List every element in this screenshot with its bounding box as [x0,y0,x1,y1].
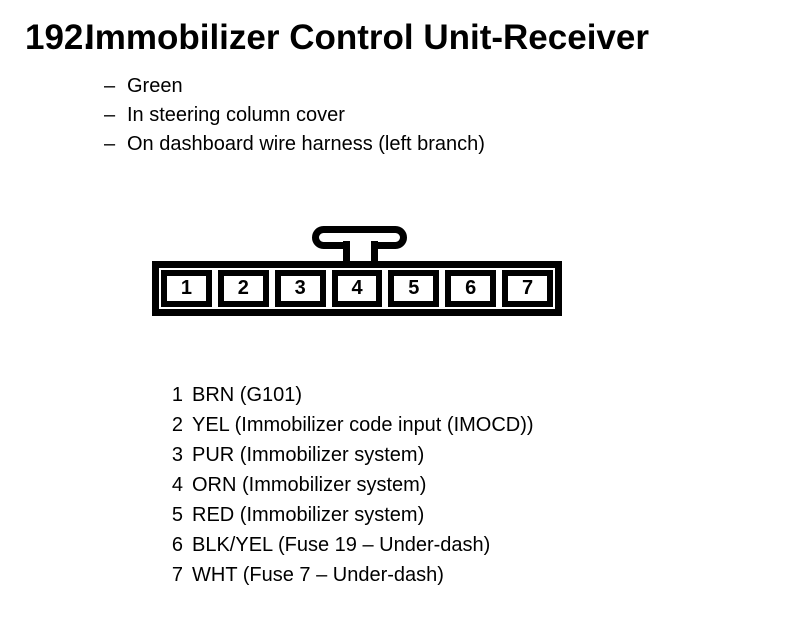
connector-pin-cell: 5 [388,270,440,307]
pin-number: 7 [171,564,183,586]
page-heading: 192. Immobilizer Control Unit-Receiver [25,18,649,58]
pin-description: RED (Immobilizer system) [192,504,425,526]
connector-pin-cell: 7 [502,270,554,307]
pin-description: BRN (G101) [192,384,303,406]
connector-diagram: 1 2 3 4 5 6 7 [140,218,580,323]
pin-description: PUR (Immobilizer system) [192,444,425,466]
pin-number: 5 [171,504,183,526]
connector-pin-cell: 1 [161,270,212,307]
dash-bullet: – [104,133,116,155]
pin-legend-list: 1 BRN (G101) 2 YEL (Immobilizer code inp… [170,380,534,590]
note-line: – In steering column cover [104,101,485,130]
pin-legend-row: 4 ORN (Immobilizer system) [170,470,534,500]
dash-bullet: – [104,75,116,97]
connector-pin-cell: 6 [445,270,497,307]
pin-description: ORN (Immobilizer system) [192,474,427,496]
pin-legend-row: 5 RED (Immobilizer system) [170,500,534,530]
note-text: On dashboard wire harness (left branch) [127,133,485,155]
pin-legend-row: 2 YEL (Immobilizer code input (IMOCD)) [170,410,534,440]
note-text: Green [127,75,183,97]
pin-description: WHT (Fuse 7 – Under-dash) [192,564,444,586]
dash-bullet: – [104,104,116,126]
connector-pin-cell: 4 [331,270,383,307]
pin-description: YEL (Immobilizer code input (IMOCD)) [192,414,534,436]
pin-legend-row: 1 BRN (G101) [170,380,534,410]
pin-number: 4 [171,474,183,496]
pin-legend-row: 7 WHT (Fuse 7 – Under-dash) [170,560,534,590]
pin-number: 1 [171,384,183,406]
location-notes: – Green – In steering column cover – On … [104,72,485,159]
connector-pin-cell: 2 [217,270,269,307]
pin-legend-row: 3 PUR (Immobilizer system) [170,440,534,470]
item-number: 192. [25,18,94,57]
connector-latch-stem-icon [343,241,378,263]
pin-legend-row: 6 BLK/YEL (Fuse 19 – Under-dash) [170,530,534,560]
pin-number: 2 [171,414,183,436]
note-text: In steering column cover [127,104,345,126]
page-title: Immobilizer Control Unit-Receiver [85,18,649,57]
pin-description: BLK/YEL (Fuse 19 – Under-dash) [192,534,491,556]
connector-pin-cell: 3 [274,270,326,307]
note-line: – On dashboard wire harness (left branch… [104,130,485,159]
connector-body: 1 2 3 4 5 6 7 [152,261,562,316]
note-line: – Green [104,72,485,101]
pin-number: 3 [171,444,183,466]
pin-number: 6 [171,534,183,556]
